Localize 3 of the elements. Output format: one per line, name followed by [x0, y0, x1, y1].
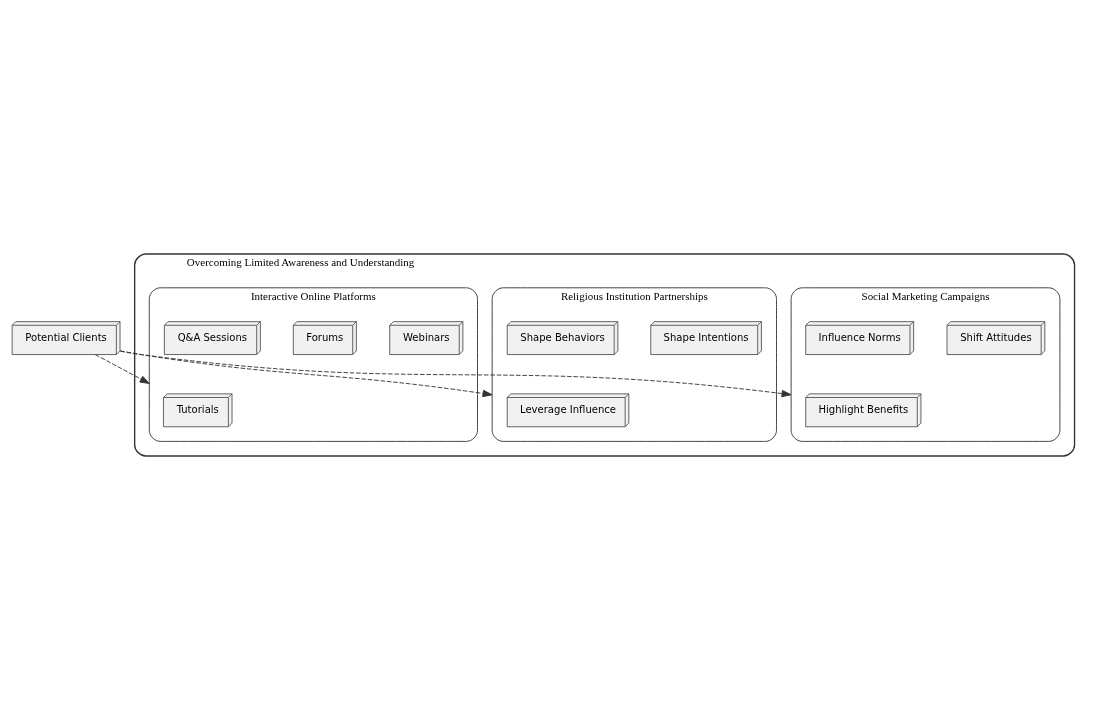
arrow [119, 349, 493, 397]
arrow [119, 350, 792, 397]
arrow [94, 353, 150, 384]
